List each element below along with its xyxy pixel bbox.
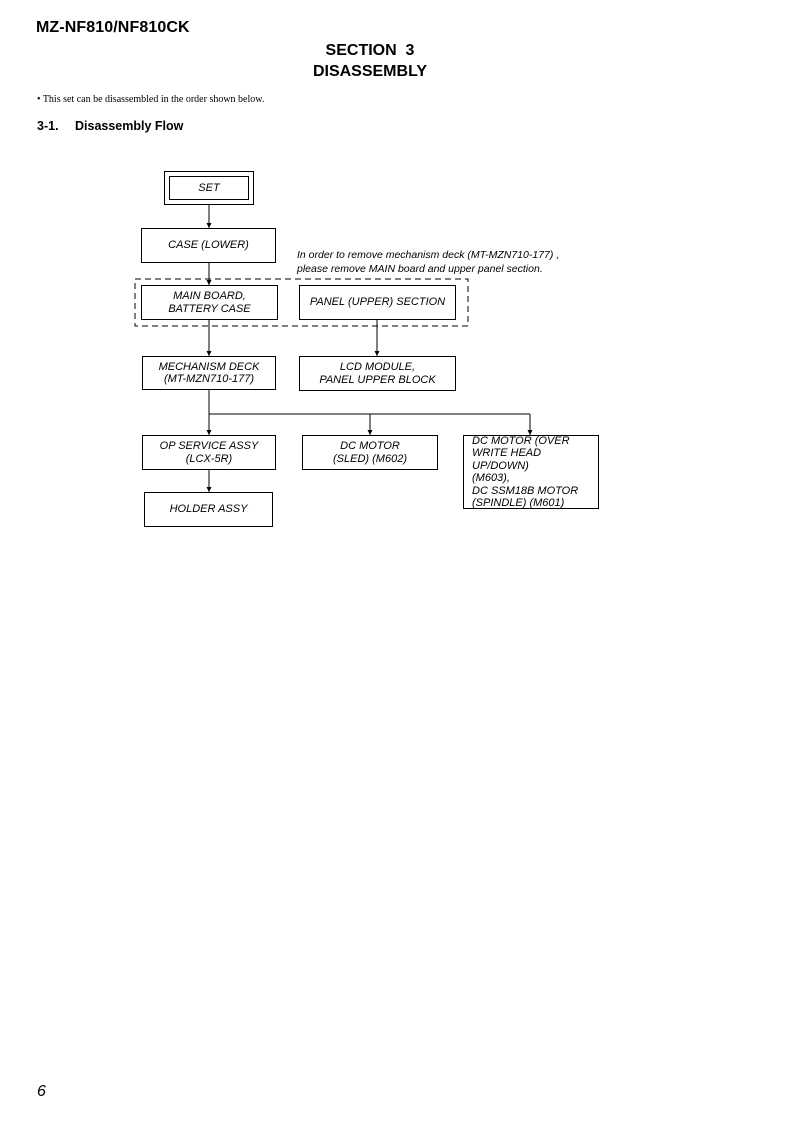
- dc-motor-over-label: DC MOTOR (OVER WRITE HEAD UP/DOWN) (M603…: [472, 434, 579, 510]
- case-lower-box: CASE (LOWER): [141, 228, 276, 263]
- subheading-number: 3-1.: [37, 119, 59, 133]
- mechanism-note: In order to remove mechanism deck (MT-MZ…: [297, 249, 560, 275]
- subheading: 3-1. Disassembly Flow: [37, 119, 183, 133]
- holder-assy-box: HOLDER ASSY: [144, 492, 273, 527]
- model-number: MZ-NF810/NF810CK: [36, 19, 190, 36]
- page-number: 6: [37, 1083, 46, 1100]
- panel-upper-label: PANEL (UPPER) SECTION: [309, 296, 446, 309]
- dc-motor-over-box: DC MOTOR (OVER WRITE HEAD UP/DOWN) (M603…: [463, 435, 599, 509]
- set-label: SET: [198, 181, 220, 194]
- set-box-outer: [164, 171, 254, 205]
- intro-text: • This set can be disassembled in the or…: [37, 94, 265, 105]
- set-box: SET: [169, 176, 249, 200]
- mechanism-deck-box: MECHANISM DECK (MT-MZN710-177): [142, 356, 276, 390]
- main-board-label: MAIN BOARD, BATTERY CASE: [168, 290, 251, 315]
- subheading-title: Disassembly Flow: [75, 119, 184, 133]
- lcd-module-label: LCD MODULE, PANEL UPPER BLOCK: [319, 361, 436, 386]
- section-title: SECTION 3 DISASSEMBLY: [0, 40, 740, 82]
- section-name: DISASSEMBLY: [312, 63, 428, 80]
- case-lower-label: CASE (LOWER): [168, 239, 249, 252]
- section-number: SECTION 3: [325, 42, 415, 59]
- holder-assy-label: HOLDER ASSY: [169, 503, 248, 516]
- lcd-module-box: LCD MODULE, PANEL UPPER BLOCK: [299, 356, 456, 391]
- dc-motor-sled-label: DC MOTOR (SLED) (M602): [333, 440, 407, 465]
- main-board-box: MAIN BOARD, BATTERY CASE: [141, 285, 278, 320]
- mechanism-deck-label: MECHANISM DECK (MT-MZN710-177): [158, 360, 260, 386]
- op-service-label: OP SERVICE ASSY (LCX-5R): [159, 440, 259, 465]
- dc-motor-sled-box: DC MOTOR (SLED) (M602): [302, 435, 438, 470]
- panel-upper-box: PANEL (UPPER) SECTION: [299, 285, 456, 320]
- op-service-box: OP SERVICE ASSY (LCX-5R): [142, 435, 276, 470]
